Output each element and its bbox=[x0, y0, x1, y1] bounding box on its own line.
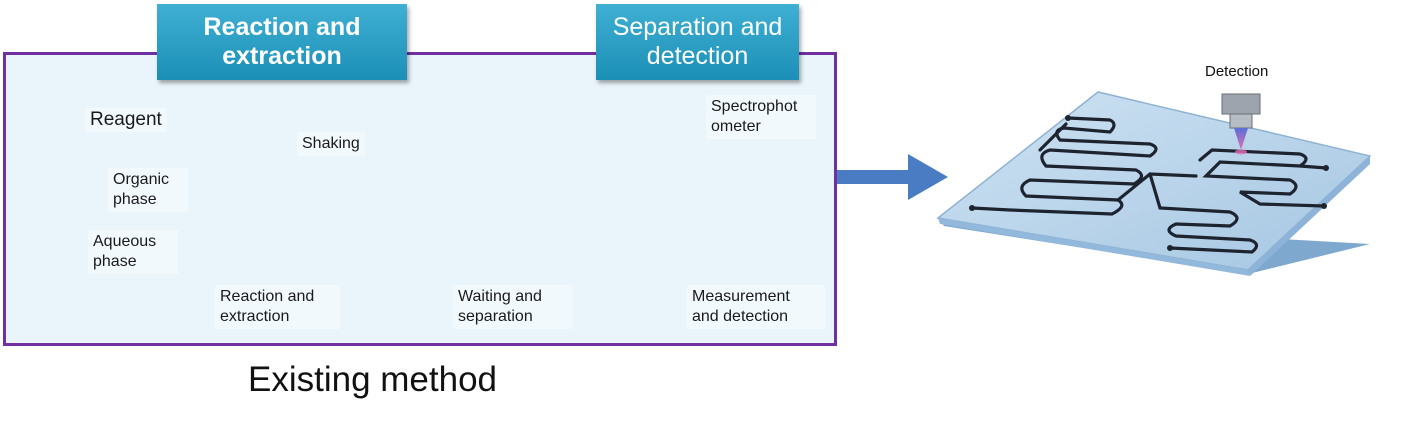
reagent-label: Reagent bbox=[85, 108, 167, 132]
separation-detection-header-text: Separation and detection bbox=[612, 13, 783, 70]
spectrophotometer-label: Spectrophot ometer bbox=[706, 95, 816, 139]
reaction-extraction-header-text: Reaction and extraction bbox=[203, 13, 361, 70]
shaking-label: Shaking bbox=[297, 132, 365, 156]
reaction-extraction-label: Reaction and extraction bbox=[215, 285, 340, 329]
existing-method-caption: Existing method bbox=[248, 360, 498, 399]
organic-phase-label: Organic phase bbox=[108, 168, 188, 212]
detector bbox=[1221, 93, 1261, 155]
waiting-separation-label: Waiting and separation bbox=[453, 285, 573, 329]
aqueous-phase-label: Aqueous phase bbox=[88, 230, 178, 274]
measurement-detection-label: Measurement and detection bbox=[687, 285, 825, 329]
microchip bbox=[936, 91, 1372, 276]
separation-detection-header: Separation and detection bbox=[596, 4, 799, 80]
detection-label: Detection bbox=[1205, 63, 1269, 80]
reaction-extraction-header: Reaction and extraction bbox=[157, 4, 407, 80]
